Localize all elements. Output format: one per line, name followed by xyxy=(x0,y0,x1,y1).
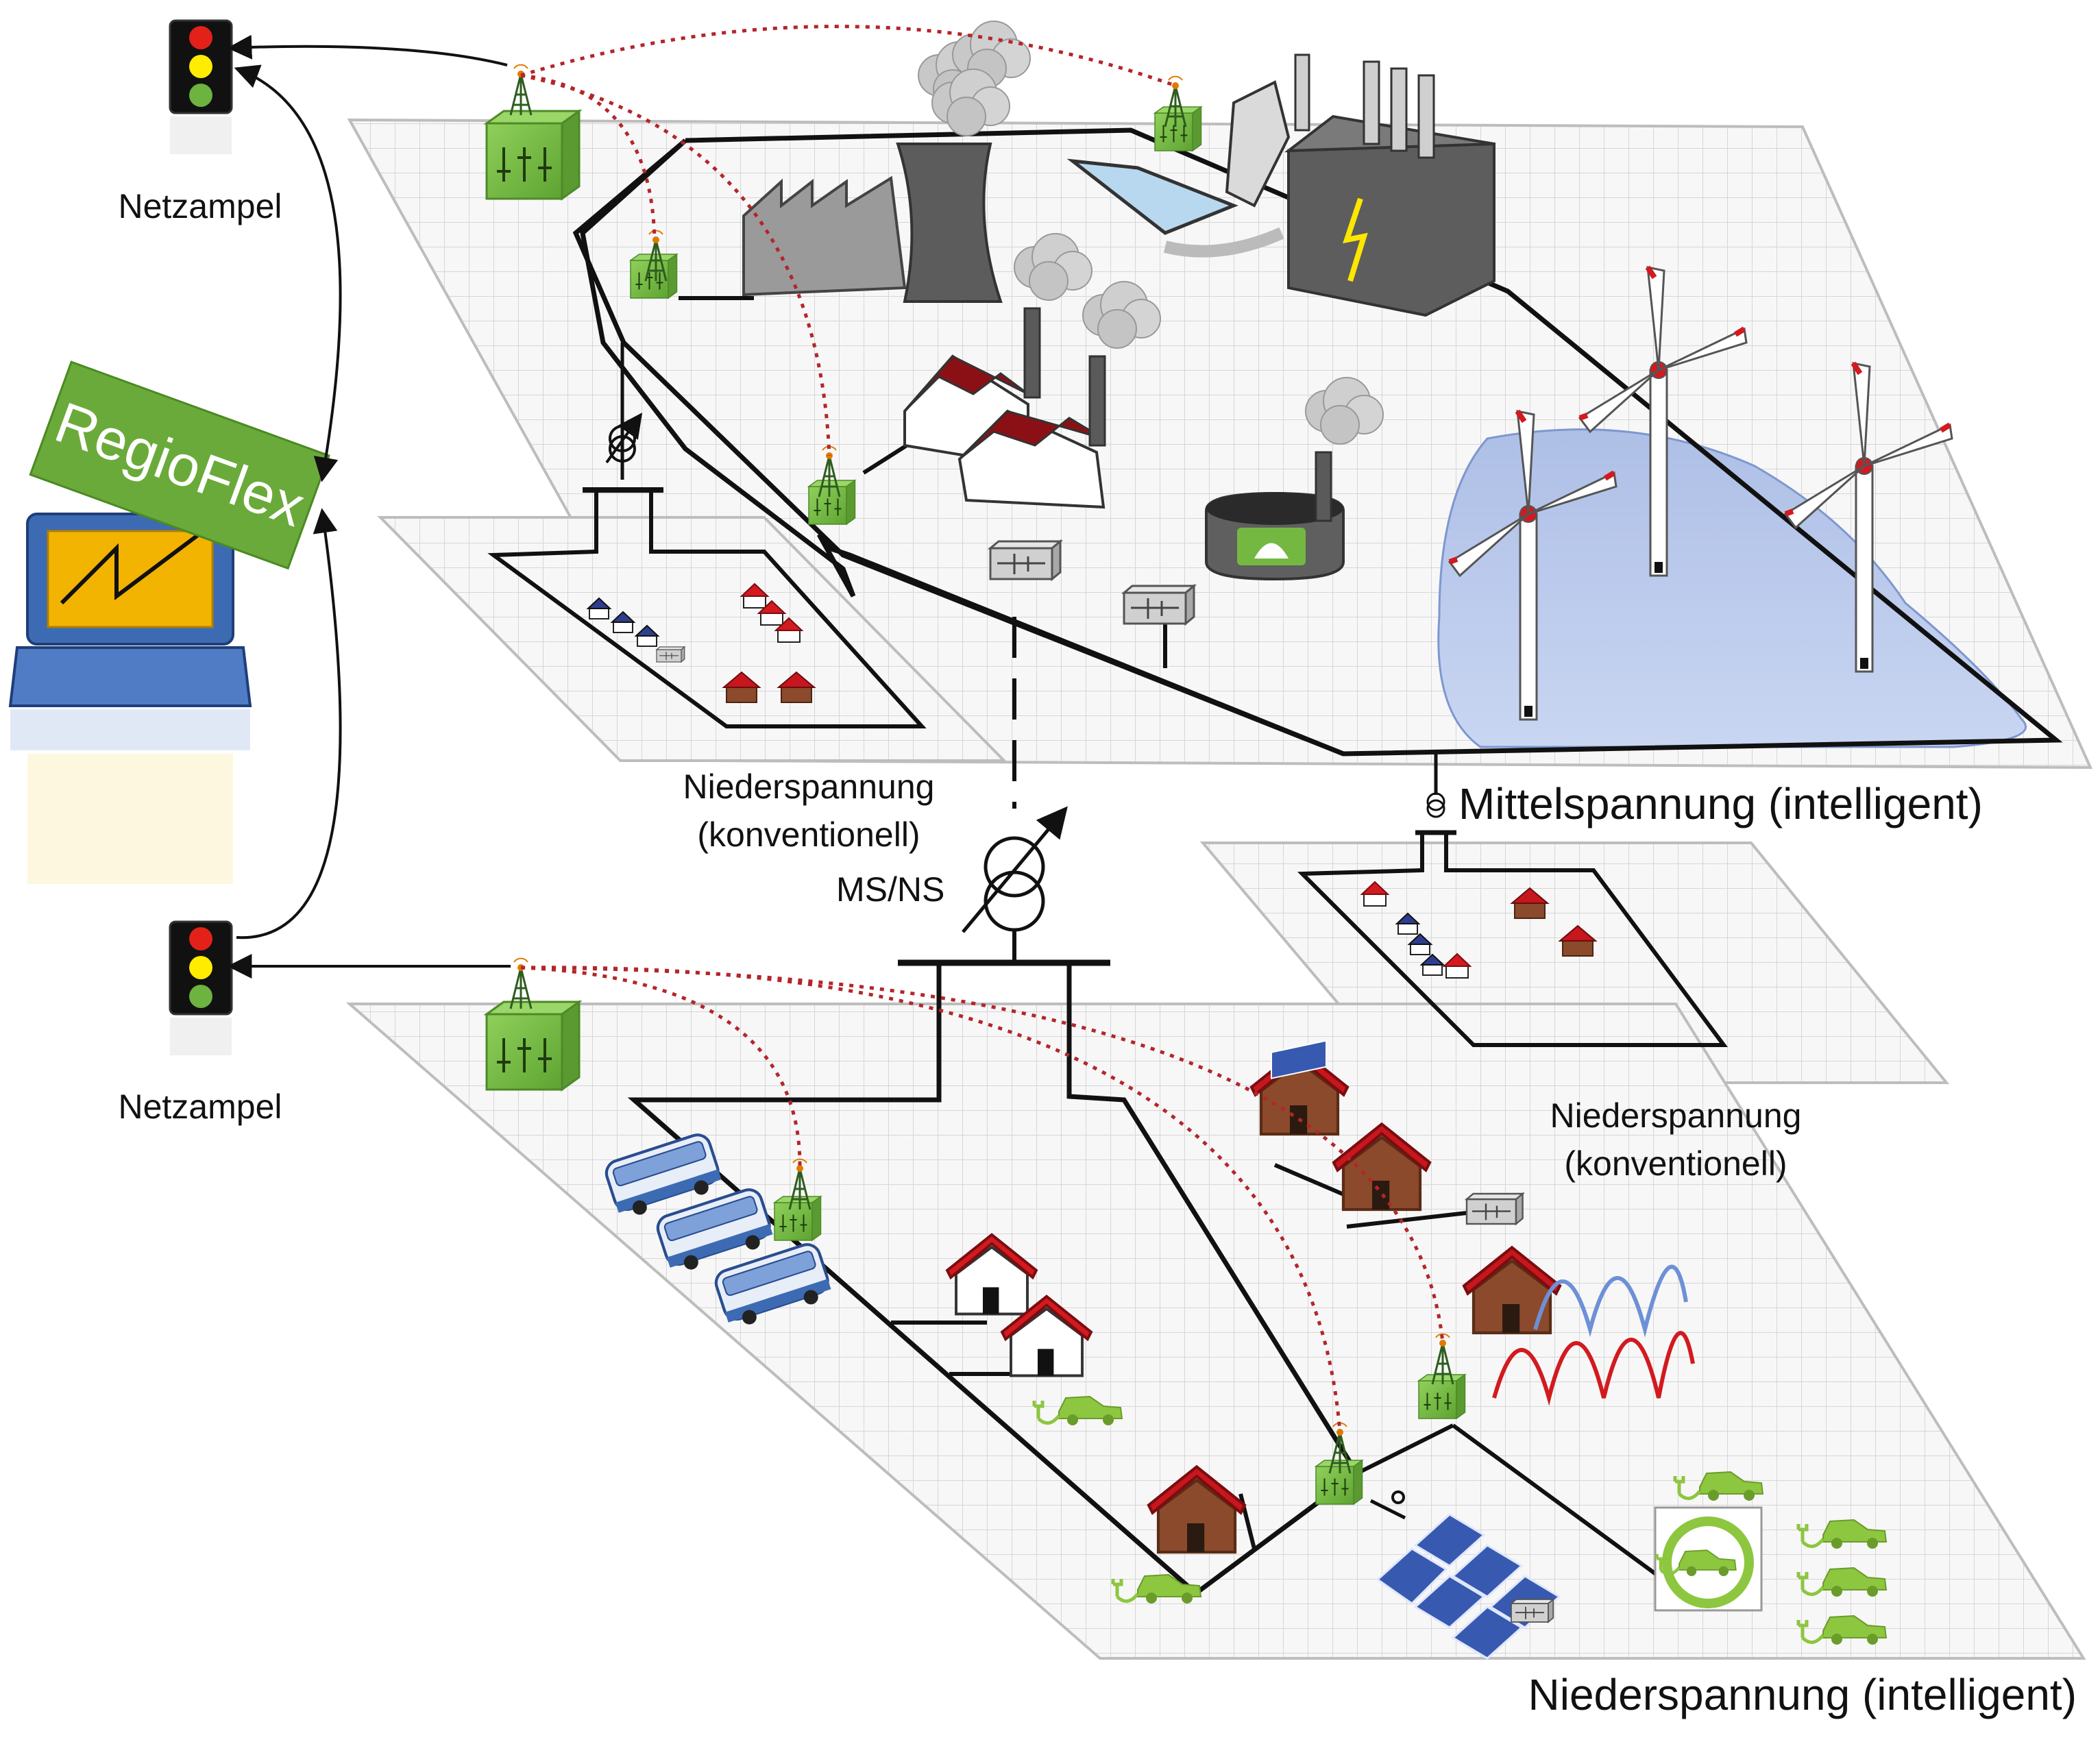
netzampel-bottom-label: Netzampel xyxy=(119,1088,282,1126)
ns-konv-left-label-1: Niederspannung xyxy=(683,767,935,806)
battery-storage-icon xyxy=(989,540,1062,580)
factory-icon xyxy=(903,233,1161,509)
controller-box-icon xyxy=(485,1000,581,1091)
ms-ns-label: MS/NS xyxy=(836,870,944,909)
laptop-icon xyxy=(8,513,252,884)
ns-konv-right-label-2: (konventionell) xyxy=(1564,1144,1787,1183)
cell-tower-icon xyxy=(509,64,533,116)
mittelspannung-label: Mittelspannung (intelligent) xyxy=(1458,779,1983,828)
cooling-tower-icon xyxy=(896,143,1003,303)
heat-pump-icon xyxy=(1492,1264,1695,1406)
controller-box-icon xyxy=(774,1196,822,1241)
power-plant-icon xyxy=(742,21,1495,317)
ns-konv-right-label-1: Niederspannung xyxy=(1550,1096,1802,1135)
controller-box-icon xyxy=(1154,106,1202,151)
charging-station-icon xyxy=(1654,1506,1763,1612)
ns-intelligent-label: Niederspannung (intelligent) xyxy=(1528,1670,2077,1719)
controller-box-icon xyxy=(485,110,581,200)
radio-links xyxy=(520,25,1445,1433)
steam-cloud xyxy=(918,21,1031,136)
traffic-light-icon xyxy=(169,19,233,156)
traffic-light-icon xyxy=(169,920,233,1057)
netzampel-top-label: Netzampel xyxy=(119,187,282,225)
transformer-icon xyxy=(962,806,1068,963)
battery-storage-icon xyxy=(1123,585,1195,625)
ns-intelligent-network xyxy=(627,959,1660,1597)
ns-konv-left-label-2: (konventionell) xyxy=(697,815,920,854)
ns-konv-right-network xyxy=(1297,792,1728,1047)
plate-ns-intelligent xyxy=(345,1003,2086,1660)
ms-network xyxy=(572,127,2063,809)
biogas-plant-icon xyxy=(1205,377,1384,581)
solar-panel-icon xyxy=(1376,1513,1561,1660)
plate-ns-konventionell-left xyxy=(377,516,1008,762)
ns-konv-left-network xyxy=(487,413,927,728)
communication-arrows xyxy=(227,34,511,979)
